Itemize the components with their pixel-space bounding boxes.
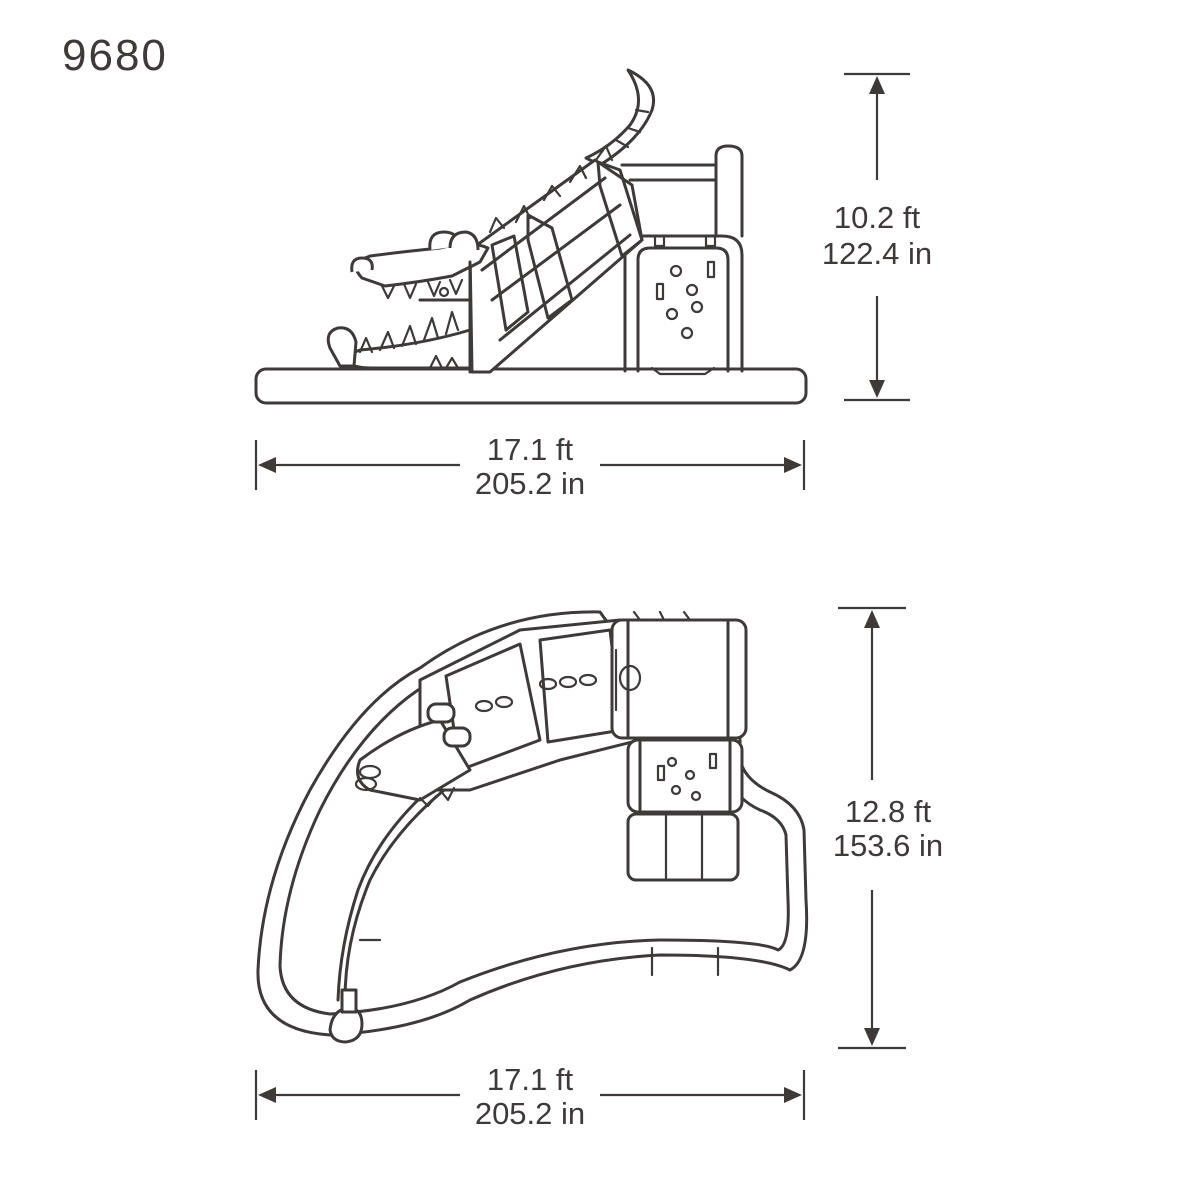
side-width-ft: 17.1 ft <box>487 432 574 467</box>
side-height-in: 122.4 in <box>822 236 932 271</box>
top-depth-dimension: 12.8 ft 153.6 in <box>833 606 943 1050</box>
top-depth-ft: 12.8 ft <box>845 794 932 829</box>
top-width-dimension: 17.1 ft 205.2 in <box>254 1062 806 1131</box>
side-width-in: 205.2 in <box>475 466 585 501</box>
model-number: 9680 <box>62 31 168 80</box>
side-height-dimension: 10.2 ft 122.4 in <box>822 72 932 402</box>
top-view-drawing <box>256 610 809 1044</box>
top-depth-in: 153.6 in <box>833 828 943 863</box>
top-width-in: 205.2 in <box>475 1096 585 1131</box>
side-height-ft: 10.2 ft <box>834 200 921 235</box>
side-view-drawing <box>254 68 808 405</box>
side-width-dimension: 17.1 ft 205.2 in <box>254 432 806 501</box>
top-width-ft: 17.1 ft <box>487 1062 574 1097</box>
